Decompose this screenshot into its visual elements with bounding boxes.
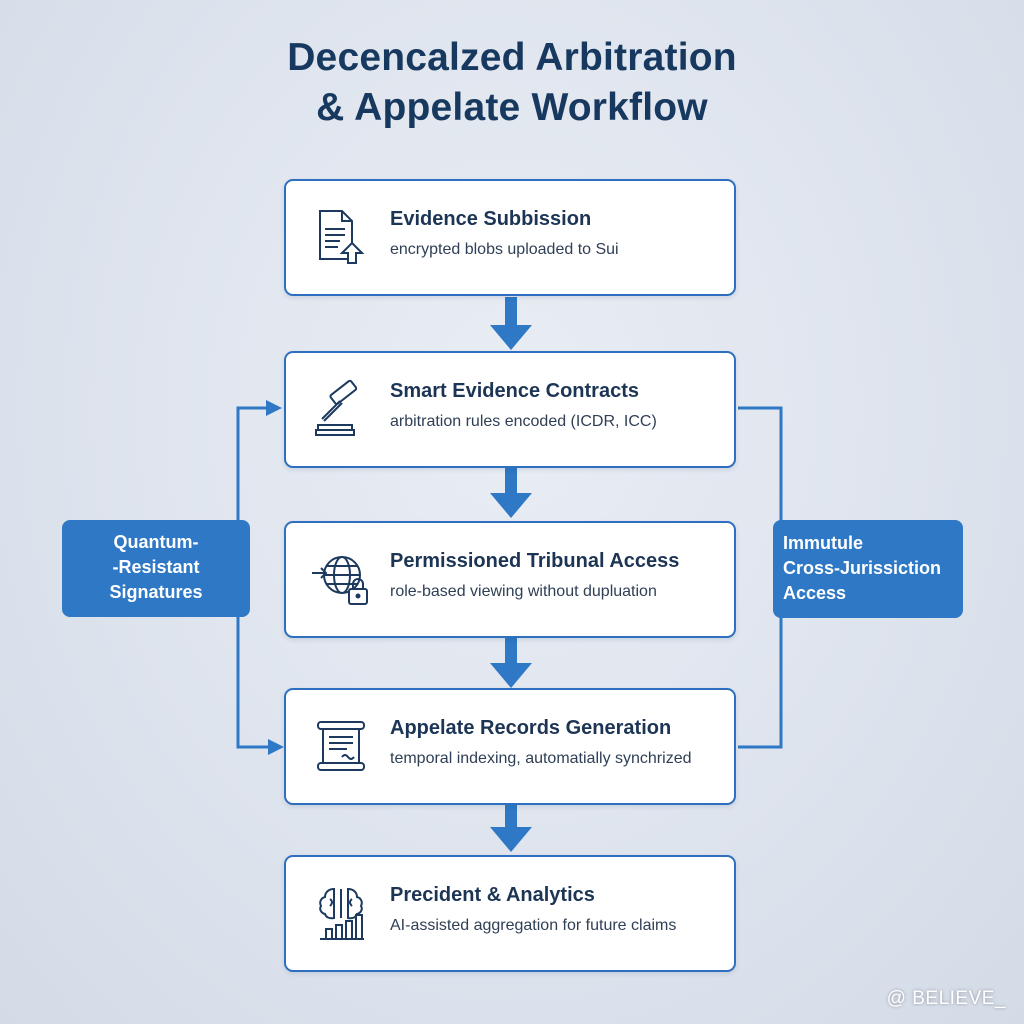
step-title: Precident & Analytics <box>390 884 595 906</box>
step-description: temporal indexing, automatially synchriz… <box>390 750 692 767</box>
down-arrow-2 <box>490 468 532 518</box>
step-title: Evidence Subbission <box>390 208 592 230</box>
side-box-line: Access <box>783 583 847 603</box>
side-box-line: Cross-Jurissiction <box>783 558 942 578</box>
brain-chart-icon <box>312 883 372 943</box>
step-description: arbitration rules encoded (ICDR, ICC) <box>390 413 657 430</box>
side-box-line: Quantum- <box>113 532 199 552</box>
step-card-appelate-records-generation: Appelate Records Generation temporal ind… <box>284 688 736 805</box>
step-description: encrypted blobs uploaded to Sui <box>390 241 619 258</box>
side-box-quantum-resistant-signatures: Quantum- -Resistant Signatures <box>62 520 250 617</box>
side-box-line: Immutule <box>783 533 864 553</box>
side-box-line: Signatures <box>109 582 203 602</box>
step-title: Smart Evidence Contracts <box>390 380 639 402</box>
globe-lock-icon <box>312 549 372 609</box>
diagram-title-line-2: & Appelate Workflow <box>316 86 708 129</box>
document-upload-icon <box>312 207 372 267</box>
down-arrow-4 <box>490 803 532 852</box>
watermark: @ BELIEVE_ <box>886 988 1006 1009</box>
step-description: AI-assisted aggregation for future claim… <box>390 917 677 934</box>
scroll-icon <box>312 716 372 776</box>
step-description: role-based viewing without dupluation <box>390 583 657 600</box>
diagram-title-line-1: Decencalzed Arbitration <box>287 36 737 79</box>
step-card-evidence-submission: Evidence Subbission encrypted blobs uplo… <box>284 179 736 296</box>
step-card-permissioned-tribunal-access: Permissioned Tribunal Access role-based … <box>284 521 736 638</box>
side-box-line: -Resistant <box>112 557 200 577</box>
left-loop-arrowhead-bottom <box>268 739 284 755</box>
down-arrow-1 <box>490 297 532 350</box>
step-title: Permissioned Tribunal Access <box>390 550 680 572</box>
step-card-precident-analytics: Precident & Analytics AI-assisted aggreg… <box>284 855 736 972</box>
down-arrow-3 <box>490 638 532 688</box>
step-title: Appelate Records Generation <box>390 717 672 739</box>
side-box-immutable-cross-jurisdiction-access: Immutule Cross-Jurissiction Access <box>773 520 963 618</box>
gavel-icon <box>312 379 372 439</box>
left-loop-arrowhead-top <box>266 400 282 416</box>
step-card-smart-evidence-contracts: Smart Evidence Contracts arbitration rul… <box>284 351 736 468</box>
